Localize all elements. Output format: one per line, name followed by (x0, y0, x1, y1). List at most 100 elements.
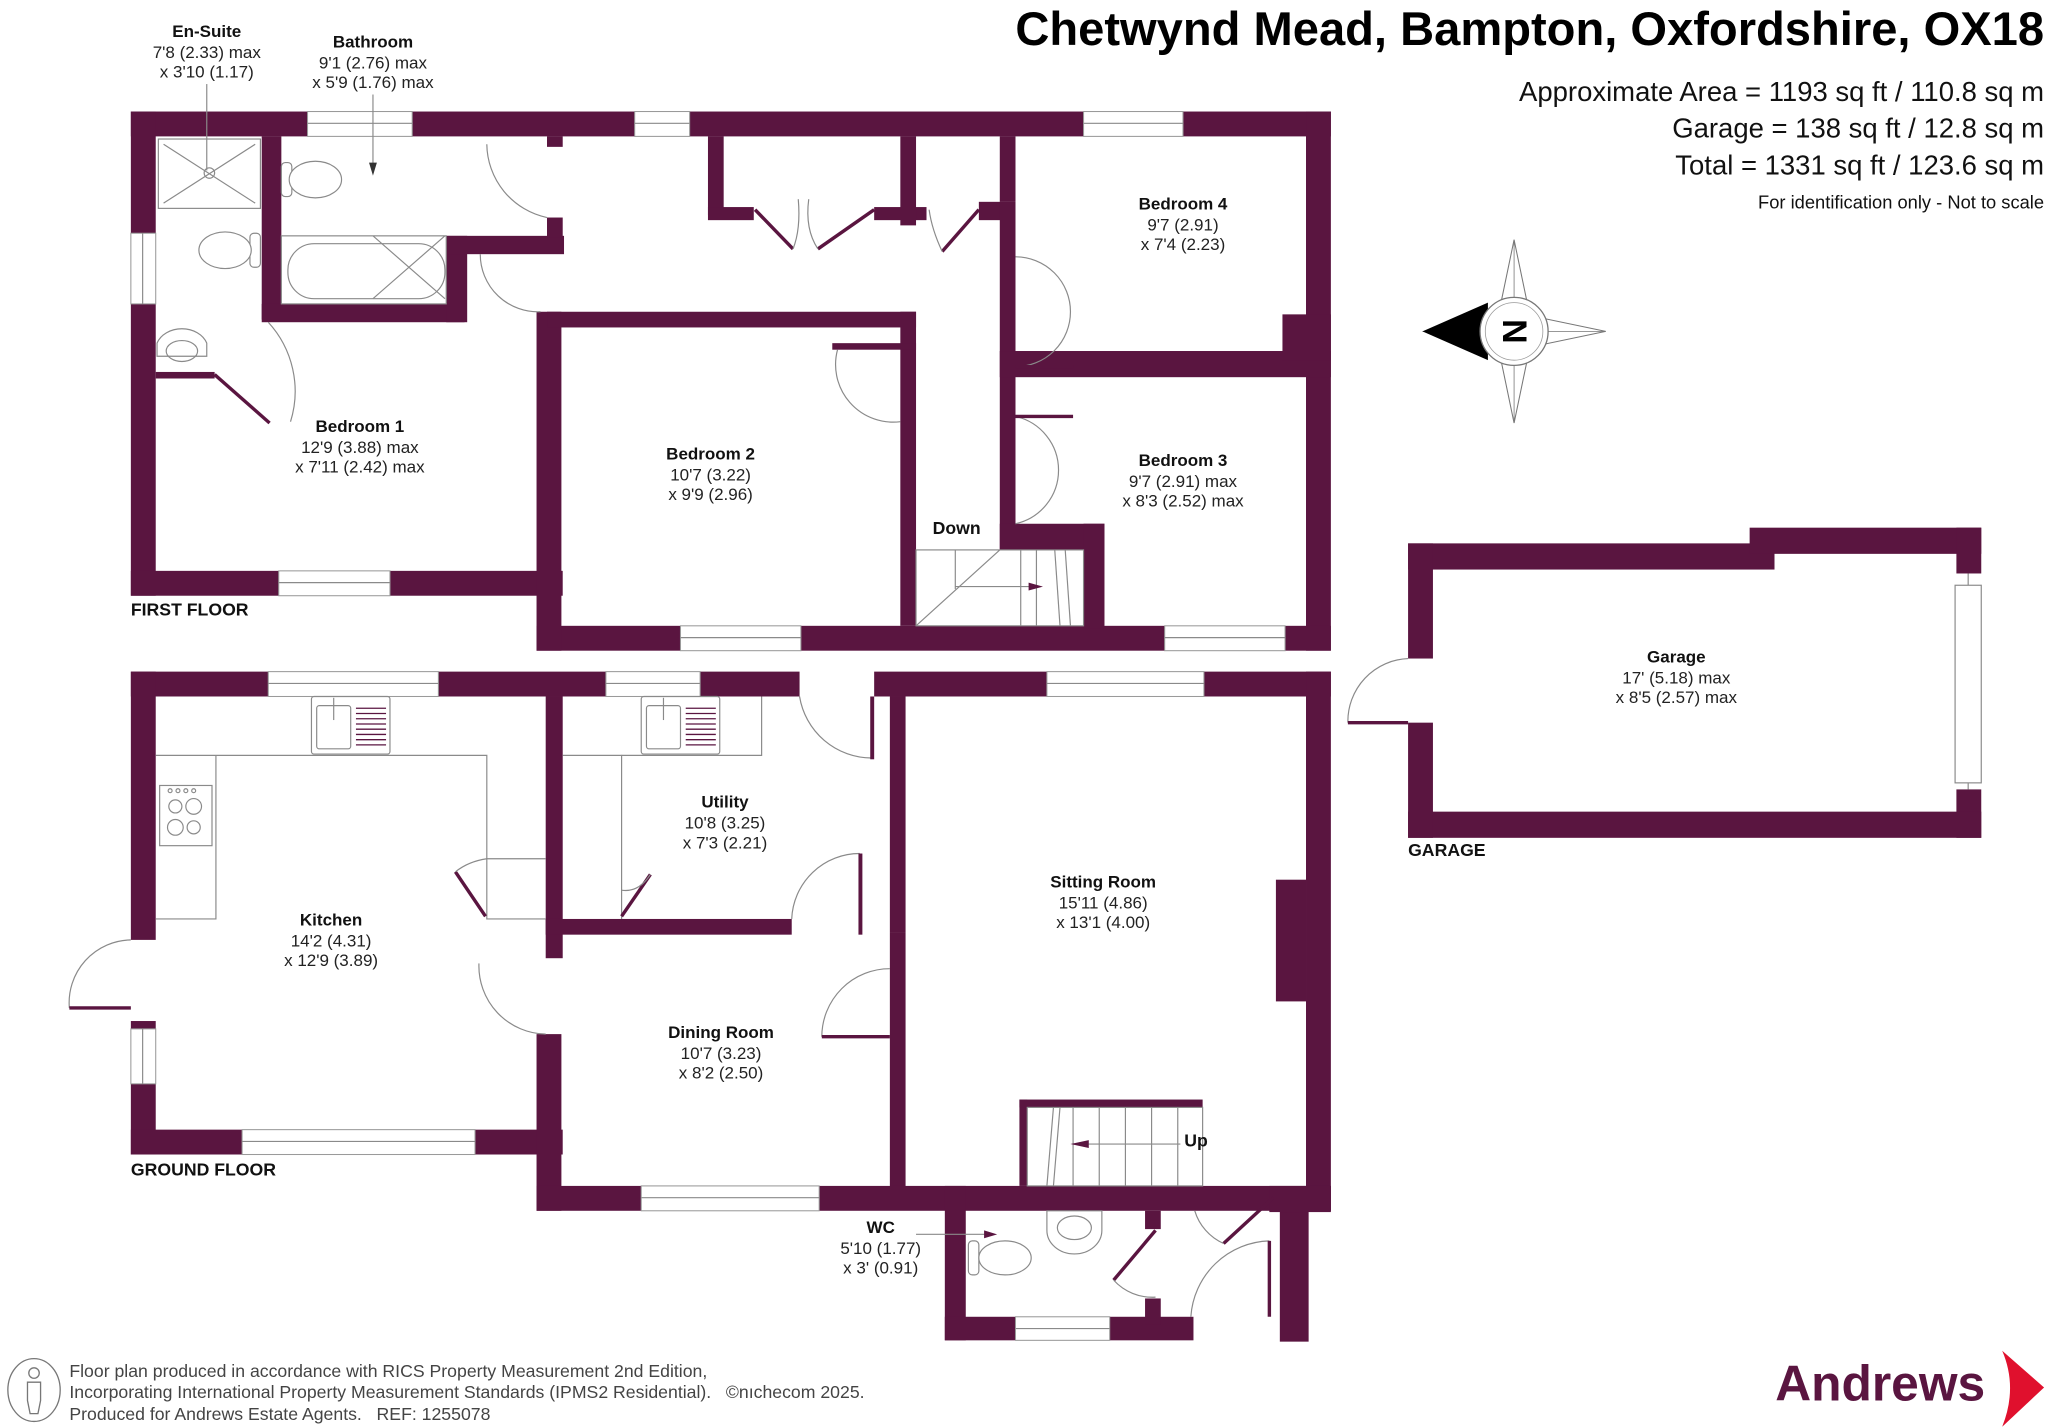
door-swing (798, 696, 872, 759)
svg-text:x 8'2 (2.50): x 8'2 (2.50) (679, 1064, 764, 1083)
first-floor: Down FIRST FLOOR (130, 111, 1331, 652)
utility-counter (562, 754, 623, 919)
wall (858, 853, 863, 935)
svg-text:Bathroom: Bathroom (333, 32, 413, 51)
wall (1749, 527, 1982, 554)
window (241, 1129, 476, 1156)
door-swing (1015, 415, 1060, 525)
svg-text:x 9'9 (2.96): x 9'9 (2.96) (668, 485, 753, 504)
svg-text:Bedroom 3: Bedroom 3 (1139, 451, 1228, 470)
svg-text:9'7 (2.91): 9'7 (2.91) (1147, 216, 1218, 235)
shower-drain (203, 167, 216, 179)
wall (1306, 111, 1331, 651)
door-swing (267, 321, 296, 422)
svg-text:5'10 (1.77): 5'10 (1.77) (840, 1239, 921, 1258)
window (1164, 625, 1286, 652)
svg-text:9'7 (2.91) max: 9'7 (2.91) max (1129, 472, 1238, 491)
toilet-icon (967, 1240, 1032, 1276)
door-swing (478, 963, 546, 1035)
svg-text:9'1 (2.76) max: 9'1 (2.76) max (319, 53, 428, 72)
wall (1408, 722, 1433, 838)
wall (1279, 1210, 1309, 1342)
wall (900, 311, 917, 626)
room-label-kitchen: Kitchen 14'2 (4.31) x 12'9 (3.89) (284, 910, 378, 970)
svg-text:7'8 (2.33) max: 7'8 (2.33) max (153, 43, 262, 62)
stairs-down-label: Down (933, 518, 981, 538)
window (267, 671, 439, 698)
footer: Floor plan produced in accordance with R… (7, 1357, 865, 1424)
svg-text:Dining Room: Dining Room (668, 1023, 774, 1042)
area-garage: Garage = 138 sq ft / 12.8 sq m (1672, 113, 2044, 144)
door-swing (486, 144, 548, 219)
window (278, 570, 391, 597)
svg-text:Sitting Room: Sitting Room (1050, 873, 1156, 892)
cupboard-door[interactable] (453, 870, 487, 918)
footer-line-1: Floor plan produced in accordance with R… (69, 1361, 707, 1381)
door[interactable] (213, 373, 271, 425)
staircase-up (1019, 1099, 1204, 1187)
person-icon (7, 1357, 61, 1423)
svg-text:10'7 (3.22): 10'7 (3.22) (670, 466, 751, 485)
svg-text:Garage: Garage (1647, 647, 1706, 666)
wall (1408, 543, 1433, 659)
room-label-utility: Utility 10'8 (3.25) x 7'3 (2.21) (683, 793, 768, 853)
wall (545, 918, 792, 935)
wall (707, 207, 754, 221)
sink-icon (640, 695, 721, 755)
door-swing (821, 968, 890, 1037)
window (130, 232, 157, 305)
wall (707, 136, 724, 215)
window (605, 671, 701, 698)
window (679, 625, 802, 652)
window (1046, 671, 1205, 698)
wall (1145, 1298, 1161, 1325)
bath-icon (280, 235, 447, 305)
first-floor-label: FIRST FLOOR (131, 599, 249, 619)
room-label-bedroom4: Bedroom 4 9'7 (2.91) x 7'4 (2.23) (1139, 195, 1228, 255)
fireplace (1275, 879, 1307, 1002)
room-label-bedroom2: Bedroom 2 10'7 (3.22) x 9'9 (2.96) (666, 445, 755, 505)
wall (1306, 671, 1331, 1211)
svg-text:WC: WC (867, 1218, 895, 1237)
svg-text:x 5'9 (1.76) max: x 5'9 (1.76) max (312, 73, 434, 92)
wall (547, 136, 563, 147)
wall (1269, 1185, 1331, 1213)
wall (1408, 543, 1775, 570)
wall (1145, 1210, 1161, 1230)
room-label-bedroom1: Bedroom 1 12'9 (3.88) max x 7'11 (2.42) … (295, 417, 425, 477)
hob-icon (159, 784, 213, 847)
svg-text:12'9 (3.88) max: 12'9 (3.88) max (301, 438, 419, 457)
brand-name: Andrews (1775, 1356, 1985, 1412)
wall (1282, 314, 1331, 361)
cupboard-doors[interactable] (753, 199, 981, 253)
area-total: Total = 1331 sq ft / 123.6 sq m (1675, 149, 2044, 180)
wall (1956, 527, 1982, 574)
door-swing (68, 939, 131, 1008)
garage-plan: GARAGE (1347, 527, 1982, 860)
door-swing (1347, 657, 1409, 723)
toilet-icon (198, 231, 262, 270)
garage-door[interactable] (1954, 584, 1982, 784)
door-swing (835, 349, 901, 423)
svg-text:10'7 (3.23): 10'7 (3.23) (681, 1044, 762, 1063)
disclaimer: For identification only - Not to scale (1758, 191, 2044, 212)
wall (130, 111, 156, 596)
wall (446, 235, 565, 255)
wall (130, 671, 156, 940)
svg-text:17' (5.18) max: 17' (5.18) max (1622, 668, 1731, 687)
toilet-icon (280, 160, 343, 199)
svg-text:x 3'10 (1.17): x 3'10 (1.17) (160, 63, 254, 82)
door[interactable] (1222, 1196, 1275, 1245)
svg-text:x 7'3 (2.21): x 7'3 (2.21) (683, 833, 768, 852)
window (640, 1185, 820, 1212)
compass-letter: N (1495, 319, 1533, 344)
svg-text:x 8'5 (2.57) max: x 8'5 (2.57) max (1616, 688, 1738, 707)
wall (889, 932, 906, 1194)
door[interactable] (1112, 1229, 1157, 1282)
room-label-bedroom3: Bedroom 3 9'7 (2.91) max x 8'3 (2.52) ma… (1122, 451, 1244, 511)
svg-text:10'8 (3.25): 10'8 (3.25) (685, 814, 766, 833)
svg-text:En-Suite: En-Suite (172, 22, 241, 41)
svg-text:Kitchen: Kitchen (300, 910, 362, 929)
svg-text:Bedroom 2: Bedroom 2 (666, 445, 755, 464)
